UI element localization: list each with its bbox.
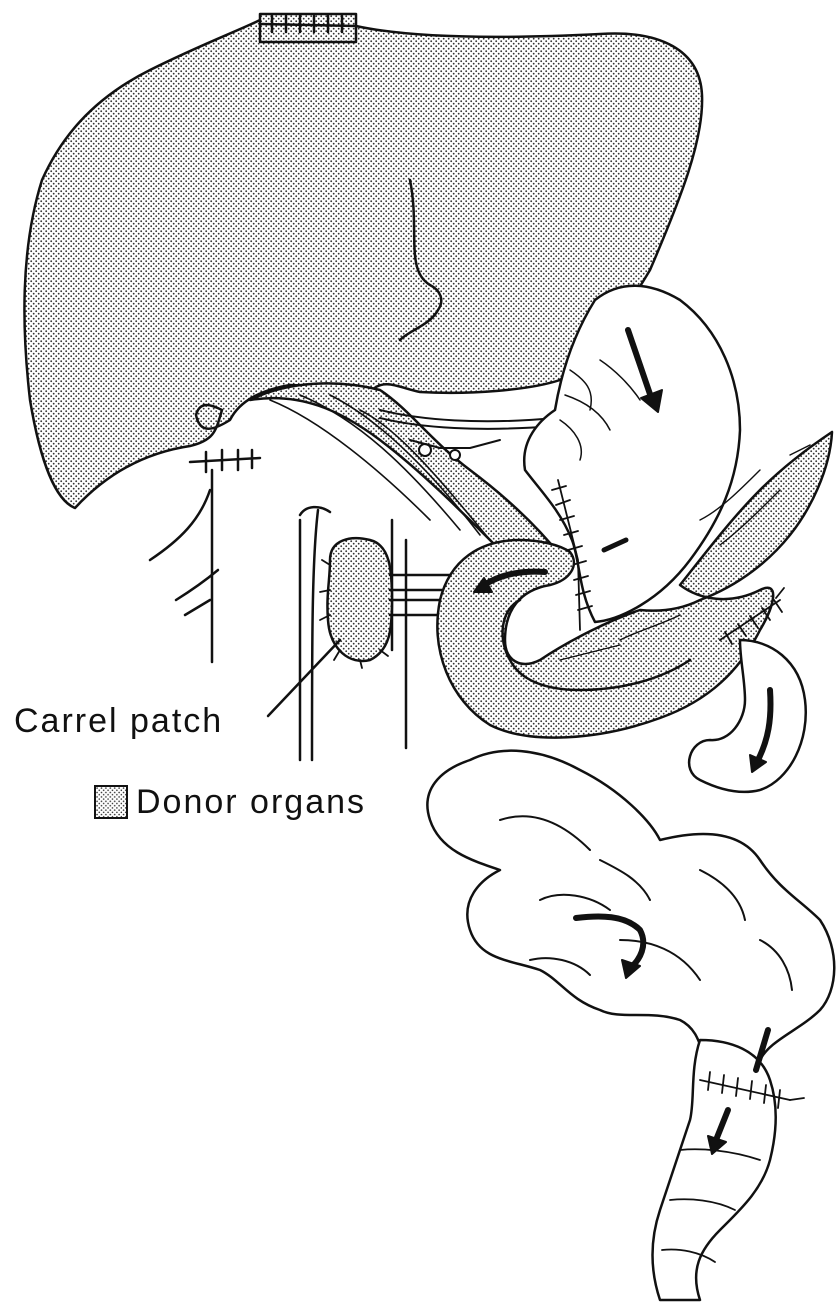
carrel-patch-label: Carrel patch (14, 704, 223, 738)
small-bowel-coils (427, 751, 834, 1081)
suprahepatic-cava-anastomosis (260, 14, 356, 42)
infrahepatic-anastomosis (190, 450, 260, 472)
legend: Donor organs (94, 785, 366, 819)
retroperitoneal-lines (150, 490, 218, 615)
donor-organs-legend-label: Donor organs (136, 785, 366, 819)
donor-organs-swatch (94, 785, 128, 819)
carrel-patch-leader-line (268, 640, 340, 716)
donor-hepatoduodenal-ligament (250, 383, 560, 558)
